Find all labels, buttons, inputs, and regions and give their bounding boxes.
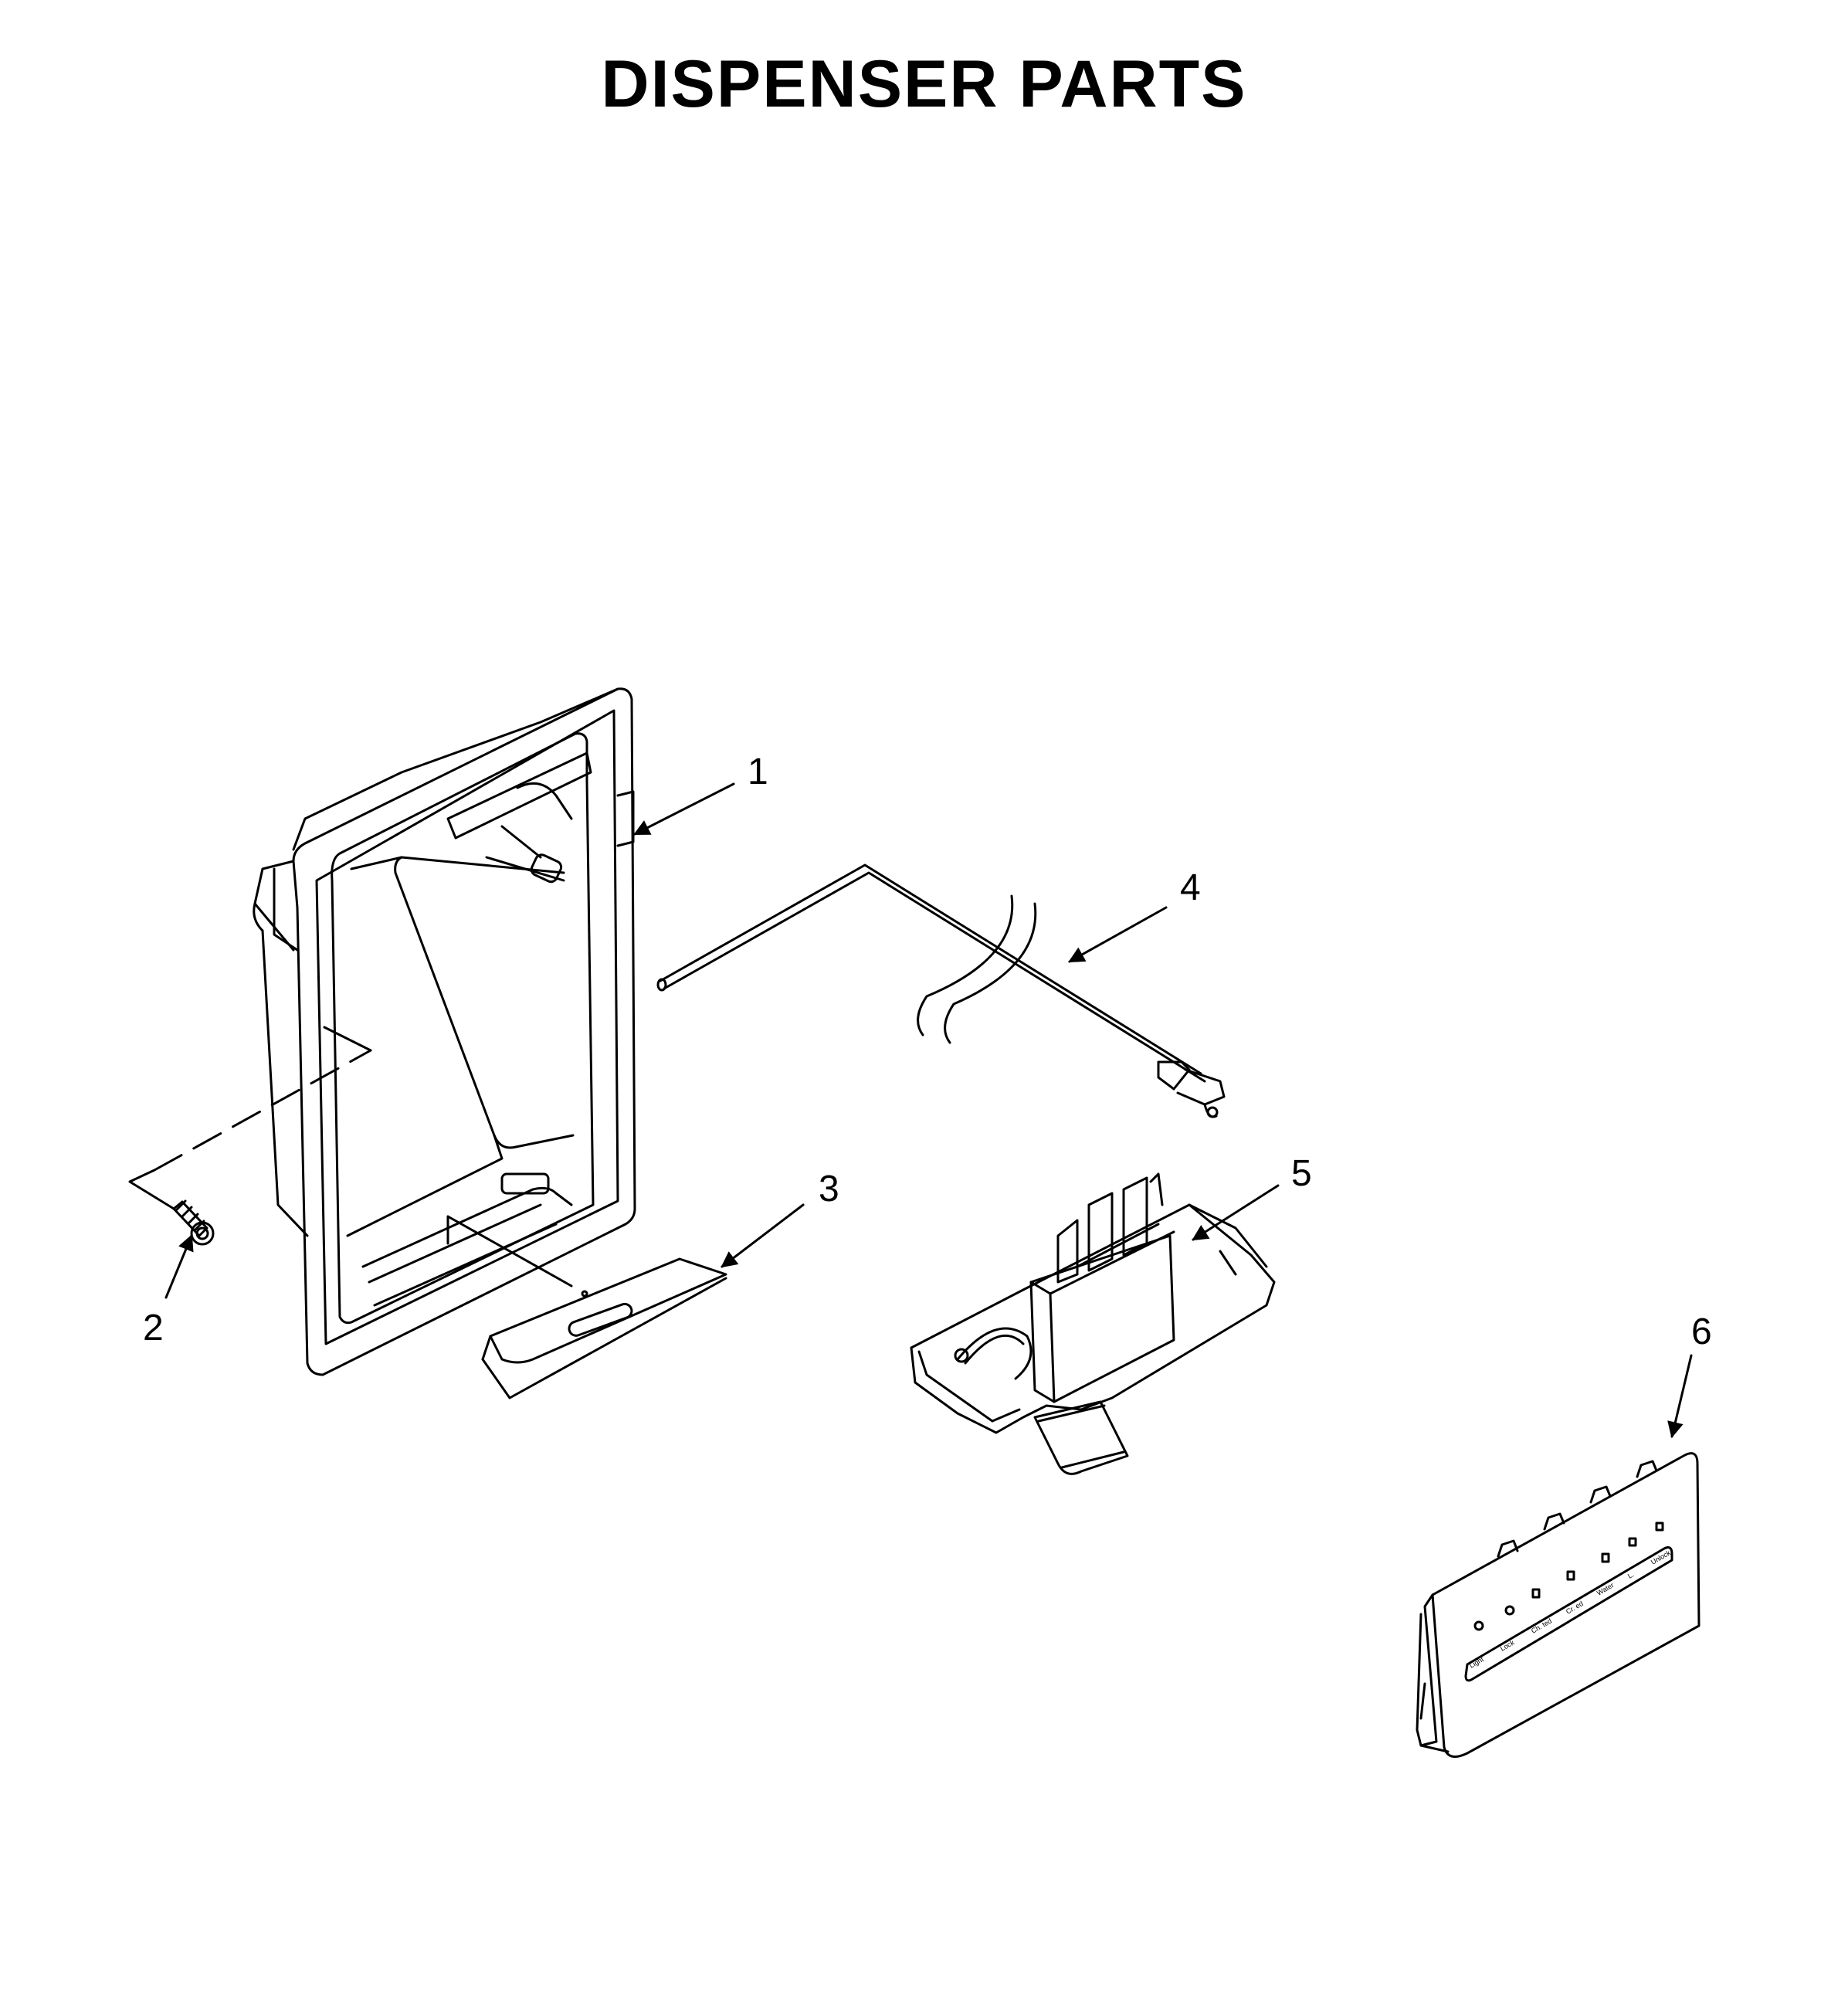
actuator-assembly-part	[910, 1172, 1276, 1475]
panel-label-l: L.	[1626, 1570, 1636, 1579]
screw-part	[172, 1199, 215, 1246]
panel-label-lock: Lock	[1499, 1638, 1516, 1652]
callout-2: 2	[143, 1308, 164, 1349]
callout-arrow-2	[164, 1234, 194, 1299]
page-title: DISPENSER PARTS	[601, 47, 1247, 121]
water-tube-part	[656, 863, 1226, 1118]
dispenser-housing-part	[253, 687, 636, 1376]
callout-1: 1	[748, 751, 768, 792]
callout-arrow-4	[1068, 906, 1168, 963]
control-panel-labels: Light Lock Ch. ted Cr. ed Water L. Unloc…	[1468, 1549, 1672, 1670]
control-panel-part	[1416, 1452, 1700, 1758]
callout-arrow-5	[1192, 1184, 1280, 1241]
callout-labels: 1 2 3 4 5 6	[143, 751, 1712, 1352]
screw-leader-line	[128, 1026, 372, 1210]
callout-6: 6	[1691, 1311, 1712, 1352]
callout-4: 4	[1180, 867, 1201, 908]
callout-arrow-3	[721, 1203, 805, 1268]
drip-tray-part	[481, 1257, 727, 1399]
callout-3: 3	[819, 1169, 839, 1209]
callout-5: 5	[1291, 1153, 1312, 1194]
callout-arrow-1	[633, 782, 735, 836]
panel-label-light: Light	[1468, 1655, 1485, 1670]
callout-arrow-6	[1667, 1354, 1693, 1439]
tray-leader-line	[446, 1215, 573, 1287]
callout-arrows	[164, 782, 1693, 1439]
